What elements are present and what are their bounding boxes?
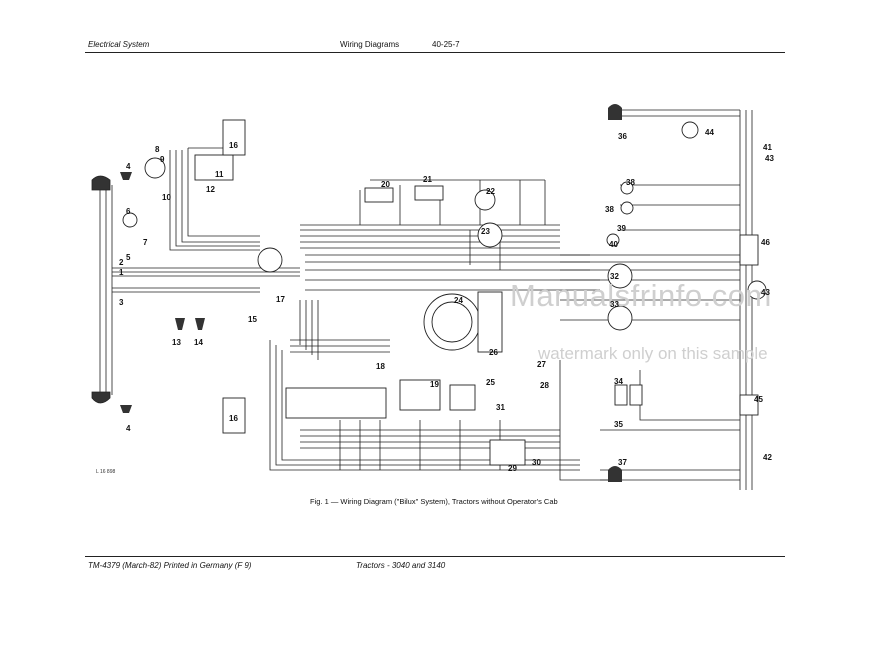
figure-reference-code: L 16 898 bbox=[96, 469, 116, 475]
header-rule bbox=[85, 52, 785, 53]
component-number-19: 19 bbox=[430, 380, 439, 389]
component-number-21: 21 bbox=[423, 175, 432, 184]
component-number-4: 4 bbox=[126, 162, 131, 171]
header-page-number: 40-25-7 bbox=[432, 40, 460, 49]
component-number-38: 38 bbox=[605, 205, 614, 214]
component-number-43: 43 bbox=[765, 154, 774, 163]
component-number-33: 33 bbox=[610, 300, 619, 309]
header-section: Electrical System bbox=[88, 40, 150, 49]
component-number-29: 29 bbox=[508, 464, 517, 473]
component-number-31: 31 bbox=[496, 403, 505, 412]
component-number-37: 37 bbox=[618, 458, 627, 467]
component-number-11: 11 bbox=[215, 170, 224, 179]
component-number-38: 38 bbox=[626, 178, 635, 187]
component-number-5: 5 bbox=[126, 253, 131, 262]
component-number-16: 16 bbox=[229, 141, 238, 150]
header-title: Wiring Diagrams bbox=[340, 40, 400, 49]
component-number-9: 9 bbox=[160, 155, 165, 164]
figure-caption: Fig. 1 — Wiring Diagram ("Bilux" System)… bbox=[310, 497, 558, 506]
component-number-17: 17 bbox=[276, 295, 285, 304]
component-number-14: 14 bbox=[194, 338, 203, 347]
component-number-36: 36 bbox=[618, 132, 627, 141]
component-number-41: 41 bbox=[763, 143, 772, 152]
component-number-24: 24 bbox=[454, 296, 463, 305]
component-number-46: 46 bbox=[761, 238, 770, 247]
component-number-18: 18 bbox=[376, 362, 385, 371]
watermark-sample-notice: watermark only on this sample bbox=[538, 344, 768, 363]
footer-models: Tractors - 3040 and 3140 bbox=[356, 561, 446, 570]
component-number-43: 43 bbox=[761, 288, 770, 297]
component-number-32: 32 bbox=[610, 272, 619, 281]
component-number-28: 28 bbox=[540, 381, 549, 390]
component-number-7: 7 bbox=[143, 238, 148, 247]
component-number-22: 22 bbox=[486, 187, 495, 196]
component-number-35: 35 bbox=[614, 420, 623, 429]
component-number-4: 4 bbox=[126, 424, 131, 433]
component-number-20: 20 bbox=[381, 180, 390, 189]
component-number-30: 30 bbox=[532, 458, 541, 467]
component-number-42: 42 bbox=[763, 453, 772, 462]
component-number-10: 10 bbox=[162, 193, 171, 202]
component-number-15: 15 bbox=[248, 315, 257, 324]
footer-manual-id: TM-4379 (March-82) Printed in Germany (F… bbox=[88, 561, 252, 570]
component-number-39: 39 bbox=[617, 224, 626, 233]
component-number-16: 16 bbox=[229, 414, 238, 423]
component-number-13: 13 bbox=[172, 338, 181, 347]
component-number-34: 34 bbox=[614, 377, 623, 386]
component-number-8: 8 bbox=[155, 145, 160, 154]
component-number-23: 23 bbox=[481, 227, 490, 236]
watermark-site: Manualsfrinfo.com bbox=[510, 278, 772, 313]
component-number-12: 12 bbox=[206, 185, 215, 194]
component-number-3: 3 bbox=[119, 298, 124, 307]
footer-rule bbox=[85, 556, 785, 557]
component-number-27: 27 bbox=[537, 360, 546, 369]
component-number-25: 25 bbox=[486, 378, 495, 387]
component-number-6: 6 bbox=[126, 207, 131, 216]
component-number-44: 44 bbox=[705, 128, 714, 137]
component-number-1: 1 bbox=[119, 268, 124, 277]
component-number-40: 40 bbox=[609, 240, 618, 249]
component-number-45: 45 bbox=[754, 395, 763, 404]
component-number-26: 26 bbox=[489, 348, 498, 357]
component-number-2: 2 bbox=[119, 258, 124, 267]
